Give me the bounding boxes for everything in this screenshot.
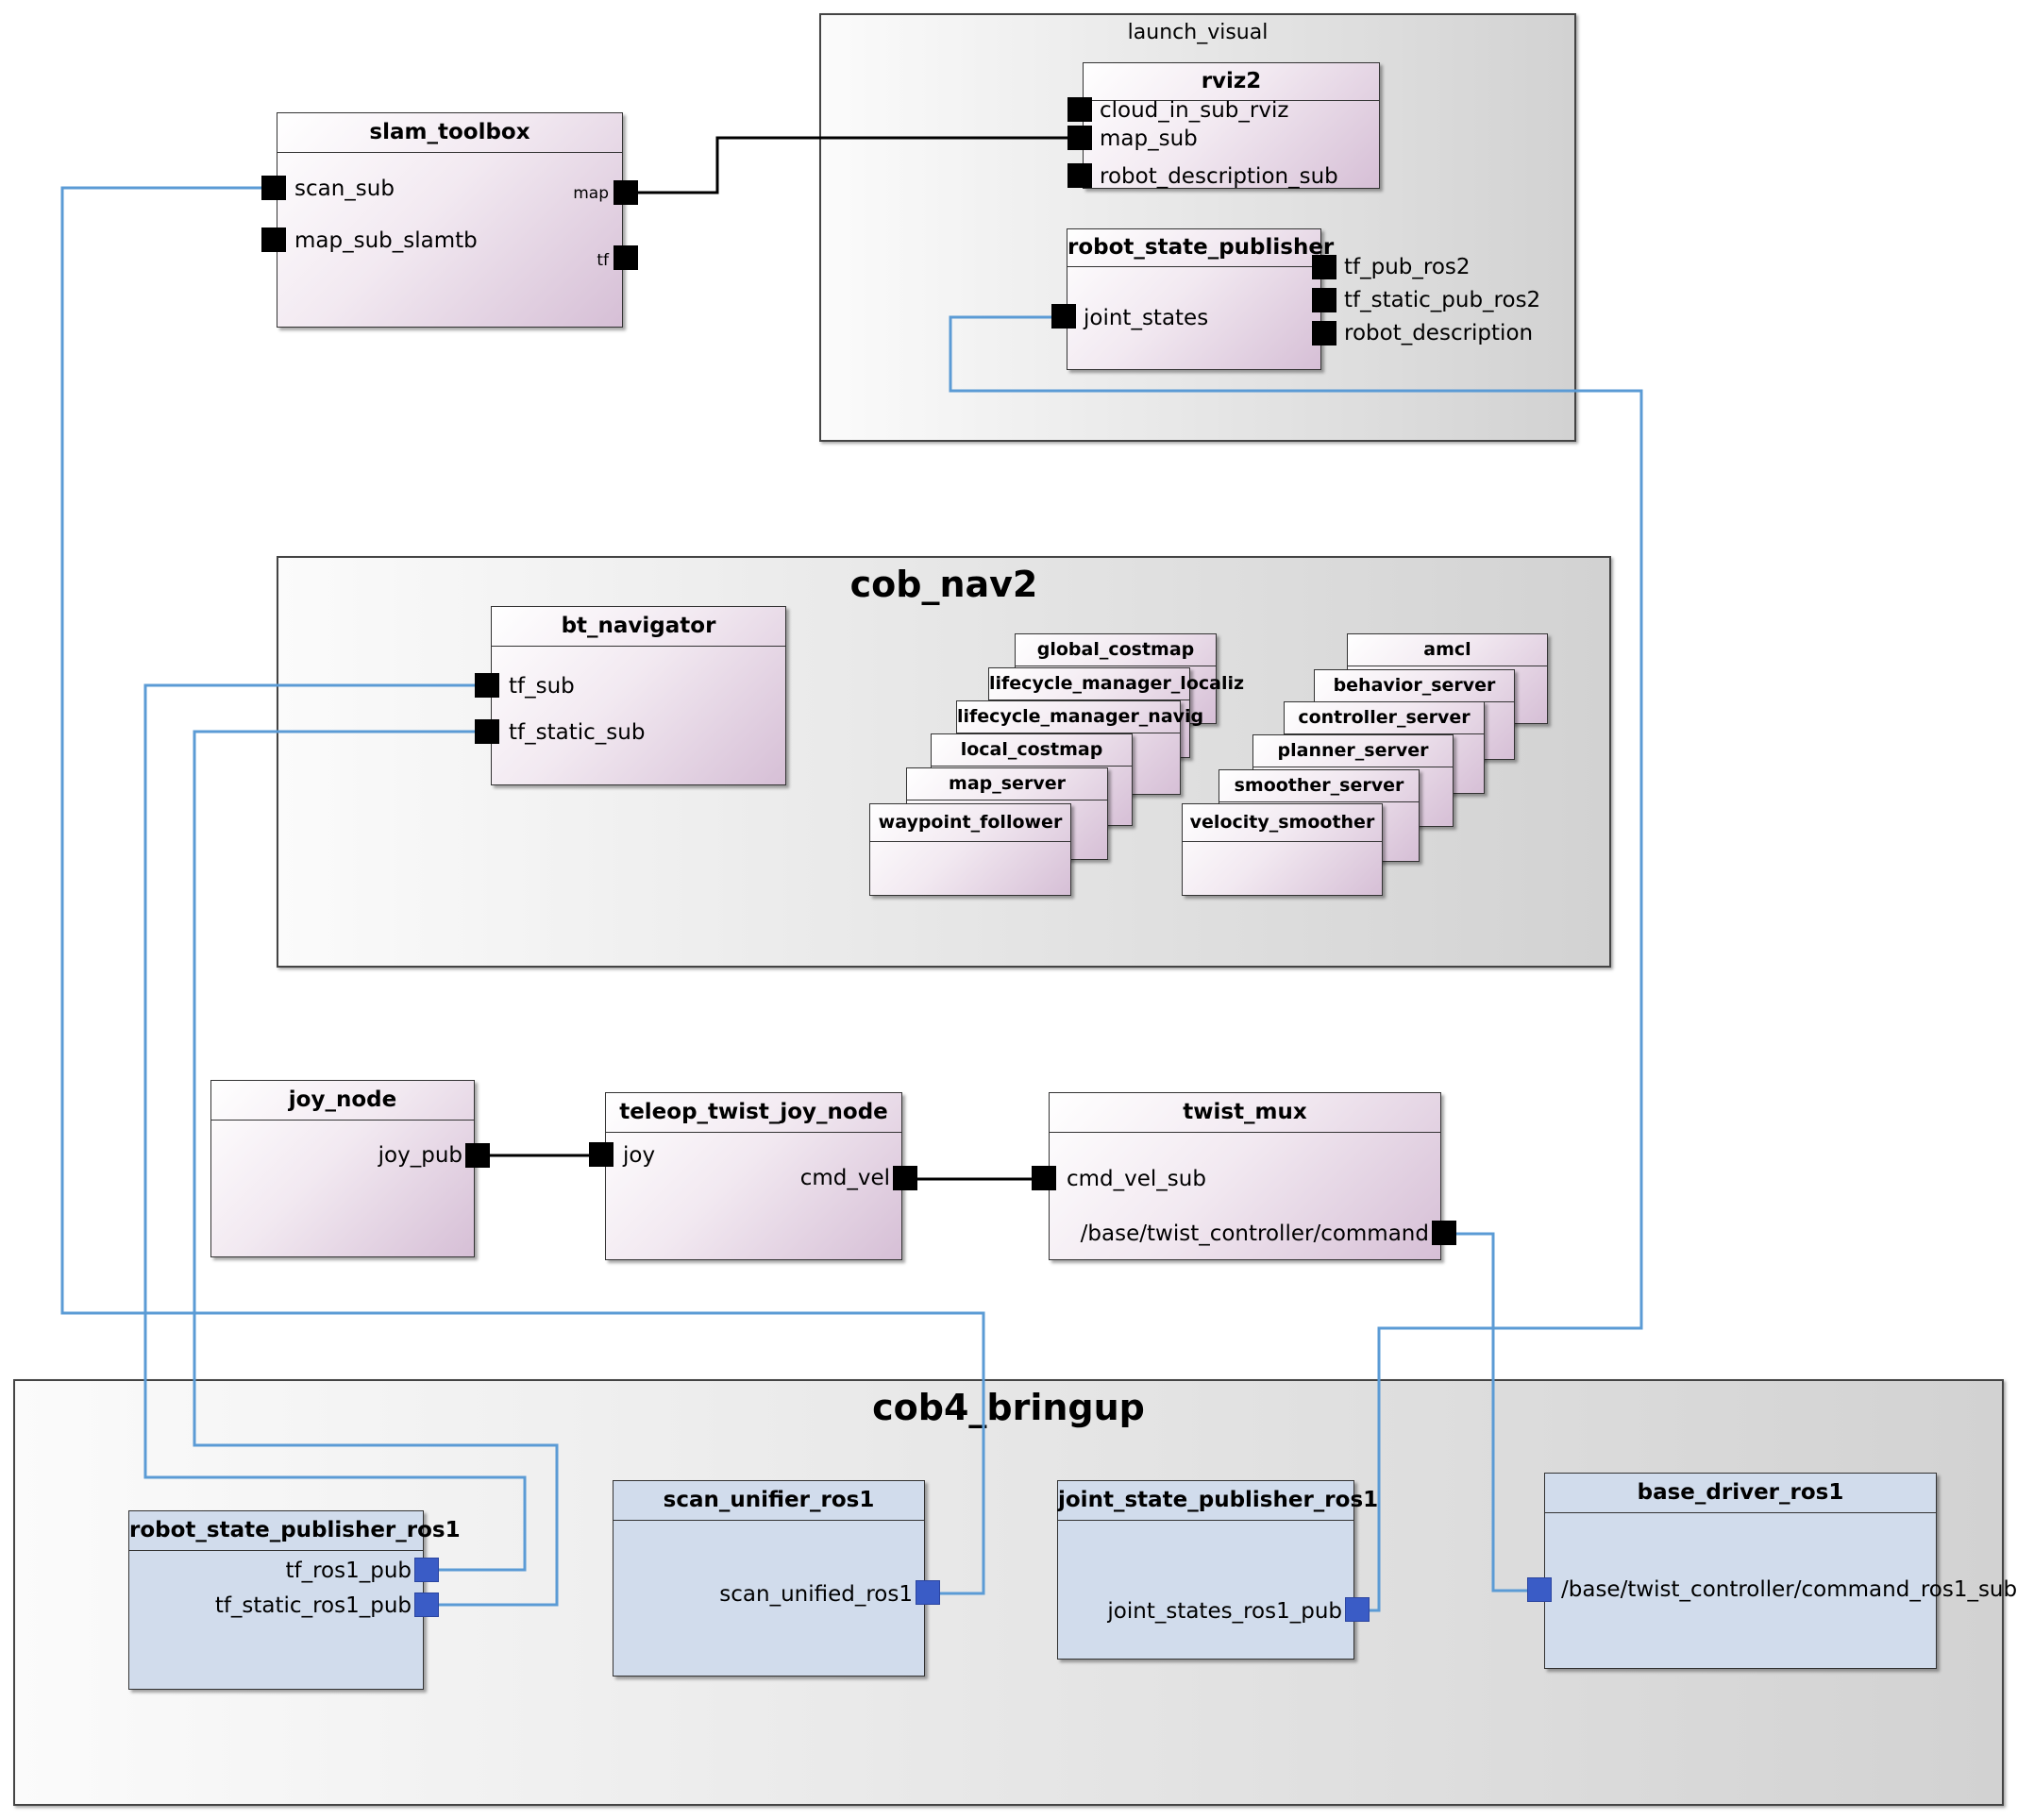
port-label-base-twist-command: /base/twist_controller/command	[1080, 1222, 1429, 1246]
node-title: velocity_smoother	[1183, 804, 1382, 842]
node-teleop-twist-joy-node[interactable]: teleop_twist_joy_node joy cmd_vel	[605, 1092, 902, 1260]
port-joint-states[interactable]	[1051, 304, 1076, 329]
port-tf-static-ros1-pub[interactable]	[414, 1592, 439, 1617]
node-title: slam_toolbox	[277, 113, 622, 153]
port-map-sub[interactable]	[1067, 126, 1092, 150]
port-robot-description[interactable]	[1312, 321, 1336, 345]
port-label-tf-sub: tf_sub	[509, 674, 575, 699]
node-title: rviz2	[1084, 63, 1379, 101]
port-joy[interactable]	[589, 1142, 614, 1167]
port-joy-pub[interactable]	[465, 1143, 490, 1168]
port-label-cmd-vel-sub: cmd_vel_sub	[1067, 1167, 1206, 1191]
port-label-map-sub-slamtb: map_sub_slamtb	[294, 228, 478, 253]
port-tf-static-sub[interactable]	[475, 719, 499, 744]
node-slam-toolbox[interactable]: slam_toolbox scan_sub map_sub_slamtb map…	[277, 112, 623, 328]
group-title-cob4-bringup: cob4_bringup	[872, 1387, 1145, 1428]
node-rviz2[interactable]: rviz2 cloud_in_sub_rviz map_sub robot_de…	[1083, 62, 1380, 189]
port-label-joint-states-ros1-pub: joint_states_ros1_pub	[1107, 1599, 1342, 1624]
node-title: smoother_server	[1219, 770, 1419, 802]
port-robot-description-sub[interactable]	[1067, 163, 1092, 188]
port-tf-static-pub-ros2[interactable]	[1312, 288, 1336, 312]
node-title: base_driver_ros1	[1545, 1474, 1936, 1513]
port-base-twist-command[interactable]	[1432, 1221, 1456, 1245]
node-title: waypoint_follower	[870, 804, 1070, 842]
port-label-joint-states: joint_states	[1084, 306, 1209, 330]
port-label-robot-description: robot_description	[1344, 321, 1534, 345]
node-joy-node[interactable]: joy_node joy_pub	[210, 1080, 475, 1257]
port-cmd-vel-sub[interactable]	[1032, 1166, 1056, 1190]
port-label-tf-pub-ros2: tf_pub_ros2	[1344, 255, 1471, 279]
node-joint-state-publisher-ros1[interactable]: joint_state_publisher_ros1 joint_states_…	[1057, 1480, 1378, 1660]
node-title: joint_state_publisher_ros1	[1058, 1481, 1378, 1521]
port-tf-pub-ros2[interactable]	[1312, 255, 1336, 279]
node-title: teleop_twist_joy_node	[606, 1093, 901, 1133]
port-tf-sub[interactable]	[475, 673, 499, 698]
port-label-tf-static-sub: tf_static_sub	[509, 720, 646, 745]
port-label-cloud-in-sub-rviz: cloud_in_sub_rviz	[1100, 98, 1289, 123]
node-title: map_server	[907, 768, 1107, 800]
node-title: amcl	[1348, 634, 1547, 666]
node-scan-unifier-ros1[interactable]: scan_unifier_ros1 scan_unified_ros1	[613, 1480, 925, 1677]
port-label-map: map	[573, 184, 609, 203]
port-label-tf: tf	[597, 251, 609, 270]
node-title: bt_navigator	[492, 607, 785, 647]
port-label-scan-unified-ros1: scan_unified_ros1	[719, 1582, 913, 1607]
port-map-sub-slamtb[interactable]	[261, 228, 286, 252]
node-robot-state-publisher[interactable]: robot_state_publisher joint_states	[1067, 228, 1334, 370]
port-scan-unified-ros1[interactable]	[916, 1580, 940, 1605]
node-title: planner_server	[1253, 735, 1453, 767]
group-title-cob-nav2: cob_nav2	[849, 564, 1038, 605]
port-label-tf-static-ros1-pub: tf_static_ros1_pub	[214, 1593, 412, 1618]
stack-node-waypoint-follower[interactable]: waypoint_follower	[869, 803, 1071, 896]
node-title: local_costmap	[932, 734, 1132, 767]
node-bt-navigator[interactable]: bt_navigator tf_sub tf_static_sub	[491, 606, 786, 785]
node-title: twist_mux	[1050, 1093, 1440, 1133]
port-label-command-ros1-sub: /base/twist_controller/command_ros1_sub	[1561, 1577, 2017, 1602]
node-title: scan_unifier_ros1	[614, 1481, 924, 1521]
port-command-ros1-sub[interactable]	[1527, 1577, 1552, 1602]
port-cloud-in-sub-rviz[interactable]	[1067, 97, 1092, 122]
node-twist-mux[interactable]: twist_mux cmd_vel_sub /base/twist_contro…	[1049, 1092, 1441, 1260]
port-tf[interactable]	[614, 245, 638, 270]
group-title-launch-visual: launch_visual	[1127, 21, 1269, 44]
node-title: lifecycle_manager_navig	[957, 701, 1203, 733]
node-title: controller_server	[1285, 702, 1484, 734]
node-title: robot_state_publisher_ros1	[129, 1511, 461, 1551]
node-title: robot_state_publisher	[1067, 229, 1334, 267]
port-label-joy-pub: joy_pub	[378, 1143, 462, 1168]
node-title: global_costmap	[1016, 634, 1216, 666]
port-label-scan-sub: scan_sub	[294, 177, 395, 201]
node-title: joy_node	[211, 1081, 474, 1121]
port-label-cmd-vel: cmd_vel	[799, 1166, 890, 1190]
port-label-robot-description-sub: robot_description_sub	[1100, 164, 1338, 189]
port-label-map-sub: map_sub	[1100, 126, 1198, 151]
stack-node-velocity-smoother[interactable]: velocity_smoother	[1182, 803, 1383, 896]
node-base-driver-ros1[interactable]: base_driver_ros1 /base/twist_controller/…	[1544, 1473, 2017, 1669]
port-label-tf-ros1-pub: tf_ros1_pub	[285, 1559, 412, 1583]
node-title: behavior_server	[1315, 670, 1514, 702]
node-title: lifecycle_manager_localiz	[989, 668, 1244, 700]
port-label-tf-static-pub-ros2: tf_static_pub_ros2	[1344, 288, 1541, 312]
port-map[interactable]	[614, 180, 638, 205]
port-scan-sub[interactable]	[261, 176, 286, 200]
port-tf-ros1-pub[interactable]	[414, 1558, 439, 1582]
node-robot-state-publisher-ros1[interactable]: robot_state_publisher_ros1 tf_ros1_pub t…	[128, 1510, 461, 1690]
port-joint-states-ros1-pub[interactable]	[1345, 1597, 1370, 1622]
port-label-joy: joy	[623, 1143, 656, 1168]
port-cmd-vel[interactable]	[893, 1166, 917, 1190]
